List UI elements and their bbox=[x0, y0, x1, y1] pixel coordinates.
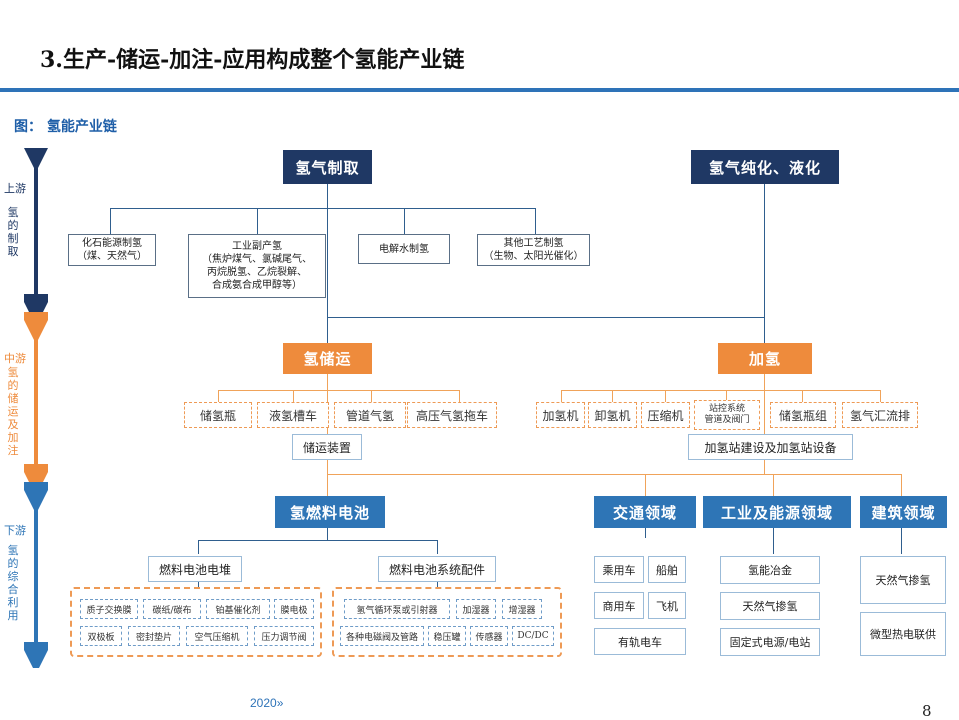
transport-item: 飞机 bbox=[648, 592, 686, 619]
refuel-item: 加氢机 bbox=[536, 402, 585, 428]
system-part: 增湿器 bbox=[502, 599, 542, 619]
building-item: 微型热电联供 bbox=[860, 612, 946, 656]
industry-item: 氢能冶金 bbox=[720, 556, 820, 584]
stack-part: 双极板 bbox=[80, 626, 122, 646]
hydrogen-production-box: 氢气制取 bbox=[283, 150, 372, 184]
system-parts-group bbox=[332, 587, 562, 657]
midstream-sub: 氢的储运及加注 bbox=[7, 366, 19, 457]
fossil-hydrogen-box: 化石能源制氢 （煤、天然气） bbox=[68, 234, 156, 266]
slide-title: 3.生产-储运-加注-应用构成整个氢能产业链 bbox=[40, 47, 465, 73]
footer-text: 2020» bbox=[250, 696, 284, 710]
stage-arrows bbox=[24, 148, 48, 668]
refuel-item: 氢气汇流排 bbox=[842, 402, 918, 428]
stack-part: 膜电极 bbox=[274, 599, 314, 619]
upstream-sub: 氢的制取 bbox=[7, 206, 19, 258]
industry-energy-sector-box: 工业及能源领域 bbox=[703, 496, 851, 528]
storage-item: 高压气氢拖车 bbox=[407, 402, 497, 428]
refuel-item: 压缩机 bbox=[641, 402, 690, 428]
refuel-item: 站控系统 管道及阀门 bbox=[694, 400, 760, 430]
transport-item: 船舶 bbox=[648, 556, 686, 583]
electrolysis-box: 电解水制氢 bbox=[358, 234, 450, 264]
storage-item: 液氢槽车 bbox=[257, 402, 329, 428]
industrial-byproduct-box: 工业副产氢 （焦炉煤气、氯碱尾气、 丙烷脱氢、乙烷裂解、 合成氨合成甲醇等） bbox=[188, 234, 326, 298]
stack-part: 空气压缩机 bbox=[186, 626, 248, 646]
transport-item: 乘用车 bbox=[594, 556, 644, 583]
downstream-title: 下游 bbox=[4, 524, 26, 537]
storage-equipment-box: 储运装置 bbox=[292, 434, 362, 460]
transport-sector-box: 交通领域 bbox=[594, 496, 696, 528]
system-part: 各种电磁阀及管路 bbox=[340, 626, 424, 646]
upstream-title: 上游 bbox=[4, 182, 26, 195]
midstream-title: 中游 bbox=[4, 352, 26, 365]
system-part: 加湿器 bbox=[456, 599, 496, 619]
purification-liquefaction-box: 氢气纯化、液化 bbox=[691, 150, 839, 184]
industry-item: 固定式电源/电站 bbox=[720, 628, 820, 656]
figure-caption: 图： 氢能产业链 bbox=[14, 119, 117, 135]
stack-part: 铂基催化剂 bbox=[206, 599, 270, 619]
fuel-cell-stack-box: 燃料电池电堆 bbox=[148, 556, 242, 582]
title-rule bbox=[0, 88, 959, 92]
page-number: 8 bbox=[922, 702, 932, 720]
system-part: 传感器 bbox=[470, 626, 508, 646]
system-part: DC/DC bbox=[512, 626, 554, 646]
stack-parts-group bbox=[70, 587, 322, 657]
stack-part: 压力调节阀 bbox=[254, 626, 314, 646]
refuel-item: 储氢瓶组 bbox=[770, 402, 836, 428]
storage-item: 储氢瓶 bbox=[184, 402, 252, 428]
fuel-cell-box: 氢燃料电池 bbox=[275, 496, 385, 528]
transport-item: 商用车 bbox=[594, 592, 644, 619]
building-item: 天然气掺氢 bbox=[860, 556, 946, 604]
industry-item: 天然气掺氢 bbox=[720, 592, 820, 620]
stack-part: 密封垫片 bbox=[128, 626, 180, 646]
fuel-cell-system-box: 燃料电池系统配件 bbox=[378, 556, 496, 582]
system-part: 稳压罐 bbox=[428, 626, 466, 646]
stack-part: 碳纸/碳布 bbox=[143, 599, 201, 619]
building-sector-box: 建筑领域 bbox=[860, 496, 947, 528]
system-part: 氢气循环泵或引射器 bbox=[344, 599, 450, 619]
downstream-sub: 氢的综合利用 bbox=[7, 544, 19, 622]
stack-part: 质子交换膜 bbox=[80, 599, 138, 619]
refuel-item: 卸氢机 bbox=[588, 402, 637, 428]
other-process-box: 其他工艺制氢 （生物、太阳光催化） bbox=[477, 234, 590, 266]
hydrogen-storage-box: 氢储运 bbox=[283, 343, 372, 374]
refueling-box: 加氢 bbox=[718, 343, 812, 374]
refuel-station-equipment-box: 加氢站建设及加氢站设备 bbox=[688, 434, 853, 460]
transport-item: 有轨电车 bbox=[594, 628, 686, 655]
storage-item: 管道气氢 bbox=[334, 402, 406, 428]
